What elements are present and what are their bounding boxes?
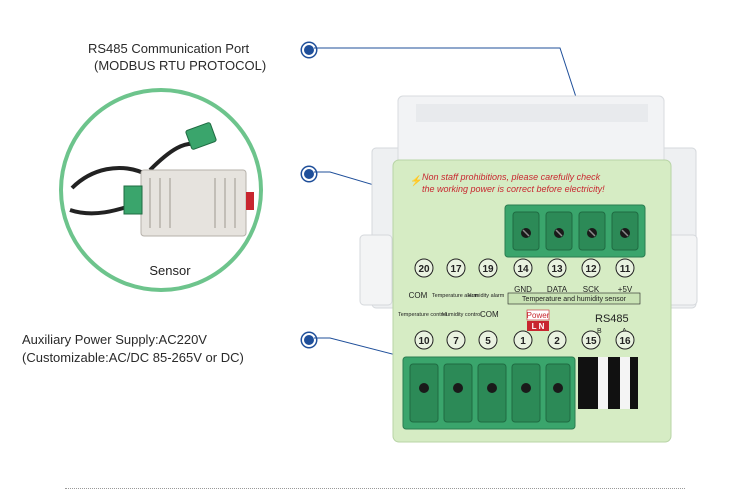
terminal-number: 15 <box>585 336 597 347</box>
warning-icon: ⚡ <box>410 174 422 187</box>
temp-alarm-label: Temperature alarm <box>432 293 479 299</box>
terminal-number: 20 <box>418 264 430 275</box>
bottom-divider <box>65 488 685 489</box>
terminal-number: 16 <box>619 336 631 347</box>
rs485-callout-title: RS485 Communication Port <box>88 41 250 56</box>
power-label-box <box>526 309 550 321</box>
sensor-terminal-block[interactable] <box>504 204 646 258</box>
top-terminal-numbers: 20 17 19 14 13 12 11 <box>414 258 635 278</box>
aux-power-callout-dot <box>302 333 316 347</box>
rs485-connector[interactable] <box>578 357 638 409</box>
terminal-number: 13 <box>551 264 563 275</box>
power-pins-label: L N <box>532 322 545 331</box>
humidity-alarm-label: Humidity alarm <box>468 293 505 299</box>
pin-label-sck: SCK <box>583 285 600 294</box>
temp-control-label: Temperature control <box>398 312 447 318</box>
terminal-number: 5 <box>485 336 491 347</box>
humidity-control-label: Humidity control <box>442 312 481 318</box>
power-terminal-block[interactable] <box>402 356 576 430</box>
warning-line-1: Non staff prohibitions, please carefully… <box>422 172 601 182</box>
terminal-number: 17 <box>450 264 462 275</box>
aux-power-callout-title: Auxiliary Power Supply:AC220V <box>22 332 207 347</box>
terminal-number: 2 <box>554 336 560 347</box>
terminal-number: 14 <box>517 264 529 275</box>
bottom-terminal-numbers: 10 7 5 1 2 15 16 <box>414 330 635 350</box>
aux-power-callout-subtitle: (Customizable:AC/DC 85-265V or DC) <box>22 350 244 365</box>
com-label-mid: COM <box>480 310 499 319</box>
rs485-pin-b: B <box>597 328 602 335</box>
terminal-number: 10 <box>418 336 430 347</box>
rs485-callout-subtitle: (MODBUS RTU PROTOCOL) <box>94 58 267 73</box>
com-label-top: COM <box>409 291 428 300</box>
power-pins-box <box>527 321 549 331</box>
terminal-number: 12 <box>585 264 597 275</box>
sensor-label: Sensor <box>149 263 191 278</box>
rs485-callout-dot <box>302 43 316 57</box>
sensor-label-bar <box>507 292 641 305</box>
terminal-number: 7 <box>453 336 459 347</box>
warning-line-2: the working power is correct before elec… <box>422 184 605 194</box>
pin-label-5v: +5V <box>618 285 633 294</box>
sensor-callout-dot <box>302 167 316 181</box>
terminal-number: 11 <box>620 264 631 275</box>
pin-label-gnd: GND <box>514 285 532 294</box>
power-label: Power <box>527 311 550 320</box>
pin-label-data: DATA <box>547 285 568 294</box>
sensor-inset <box>59 88 263 292</box>
sensor-bar-label: Temperature and humidity sensor <box>522 296 627 303</box>
terminal-number: 19 <box>482 264 494 275</box>
rs485-label: RS485 <box>595 313 629 325</box>
terminal-number: 1 <box>520 336 526 347</box>
